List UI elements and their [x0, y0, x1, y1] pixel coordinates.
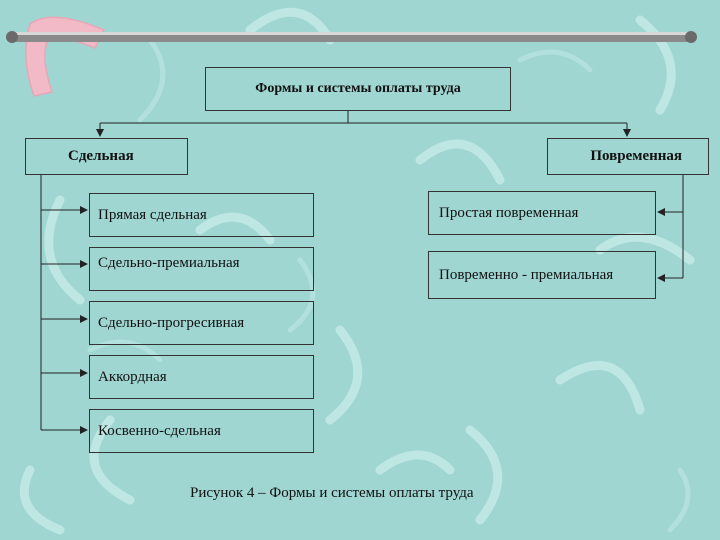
time-item-premium: Повременно - премиальная	[428, 251, 656, 299]
piece-item-progressive: Сдельно-прогресивная	[89, 301, 314, 345]
time-rate-node: Повременная	[547, 138, 709, 175]
piece-item-direct: Прямая сдельная	[89, 193, 314, 237]
boomerang-decoration	[25, 16, 106, 97]
time-item-simple: Простая повременная	[428, 191, 656, 235]
piece-item-indirect: Косвенно-сдельная	[89, 409, 314, 453]
piece-item-premium: Сдельно-премиальная	[89, 247, 314, 291]
piece-rate-node: Сдельная	[25, 138, 188, 175]
root-node: Формы и системы оплаты труда	[205, 67, 511, 111]
figure-caption: Рисунок 4 – Формы и системы оплаты труда	[190, 485, 474, 501]
piece-item-chord: Аккордная	[89, 355, 314, 399]
